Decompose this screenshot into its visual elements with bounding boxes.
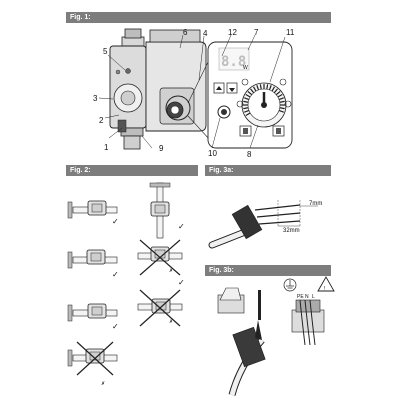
dim-32mm: 32mm [283, 228, 300, 234]
fig2-position-3 [67, 303, 118, 322]
control-panel: 8.8 W [207, 41, 293, 149]
fig2-position-2 [67, 249, 118, 269]
dial-tick [245, 93, 251, 98]
pump-illustration [109, 28, 211, 150]
fig2-position-4 [67, 341, 118, 376]
dial-tick [279, 100, 285, 103]
dial-tick [244, 97, 250, 101]
callout-11: 11 [286, 28, 295, 37]
fig3b-header: Fig. 3b: [205, 265, 331, 276]
callout-12: 12 [228, 28, 237, 37]
display-unit: W [243, 65, 248, 71]
fig2-mark-3: ✓ [112, 322, 119, 331]
fig3a-diagram: 32mm 7mm [208, 200, 322, 249]
dial-ticks [243, 84, 285, 117]
fig2-mark-5: ✓ [178, 278, 185, 287]
fig2-mark-2: ✓ [112, 270, 119, 279]
callout-7: 7 [254, 28, 259, 37]
callout-6: 6 [183, 28, 188, 37]
callout-leaders [98, 34, 286, 149]
dim-7mm: 7mm [309, 201, 322, 207]
fig2-mark-4: ✓ [178, 222, 185, 231]
fig3b-diagram: PE N L ! [217, 276, 335, 396]
warning-icon: ! [317, 276, 335, 292]
fig2-marks: ✓ ✓ ✓ ✓ ✓ [112, 217, 185, 331]
dial-tick [244, 109, 250, 113]
fig1-diagram: 8.8 W [93, 28, 295, 159]
dial-tick [275, 91, 281, 96]
fig2-mark-1: ✓ [112, 217, 119, 226]
fig2-mark-6: ✗ [101, 381, 105, 387]
connector-plug [231, 204, 263, 240]
terminal-pe: PE [297, 294, 304, 300]
flange-bolt [125, 68, 131, 74]
fig1-header: Fig. 1: [66, 12, 331, 23]
dial-tick [266, 84, 269, 90]
warning-mark: ! [324, 286, 325, 292]
callout-10: 10 [208, 149, 217, 158]
terminal-l: L [312, 294, 315, 300]
dial-tick [245, 112, 251, 117]
dial-tick [279, 107, 285, 110]
dial-tick [277, 93, 283, 98]
dial-tick [278, 97, 284, 101]
dial-tick [243, 100, 249, 103]
fig2-position-1 [67, 200, 118, 219]
fig2-diagram: ✓ ✓ ✓ ✓ ✓ ✗ ✗ ✗ [67, 182, 185, 387]
dial-tick [273, 88, 278, 94]
ground-icon [283, 278, 297, 292]
insert-arrow [255, 320, 262, 340]
fig2-mark-8: ✗ [169, 319, 173, 325]
callout-4: 4 [203, 29, 208, 38]
dial-tick [271, 86, 276, 92]
terminal-n: N [305, 294, 309, 300]
fig2-cross-marks: ✗ ✗ ✗ [101, 268, 173, 387]
fig2-mark-7: ✗ [169, 268, 173, 274]
callout-3: 3 [93, 94, 98, 103]
dial-tick [247, 91, 253, 96]
callout-1: 1 [104, 143, 109, 152]
callout-2: 2 [99, 116, 104, 125]
fig2-position-6 [137, 239, 183, 276]
fig2-position-5 [149, 182, 171, 239]
dial-tick [252, 86, 257, 92]
dial-tick [259, 84, 262, 90]
dial-tick [243, 107, 249, 110]
dial-tick [256, 85, 260, 91]
fig2-header: Fig. 2: [66, 165, 198, 176]
callout-9: 9 [159, 144, 164, 153]
callout-8: 8 [247, 150, 252, 159]
dial-tick [268, 85, 272, 91]
display-readout: 8.8 [221, 54, 246, 70]
fig2-position-7 [137, 289, 183, 327]
dial-tick [250, 88, 255, 94]
callout-labels: 1 2 3 4 5 6 7 8 9 10 11 12 [93, 28, 295, 159]
callout-5: 5 [103, 47, 108, 56]
dial-tick [278, 109, 284, 113]
fig3a-header: Fig. 3a: [205, 165, 331, 176]
